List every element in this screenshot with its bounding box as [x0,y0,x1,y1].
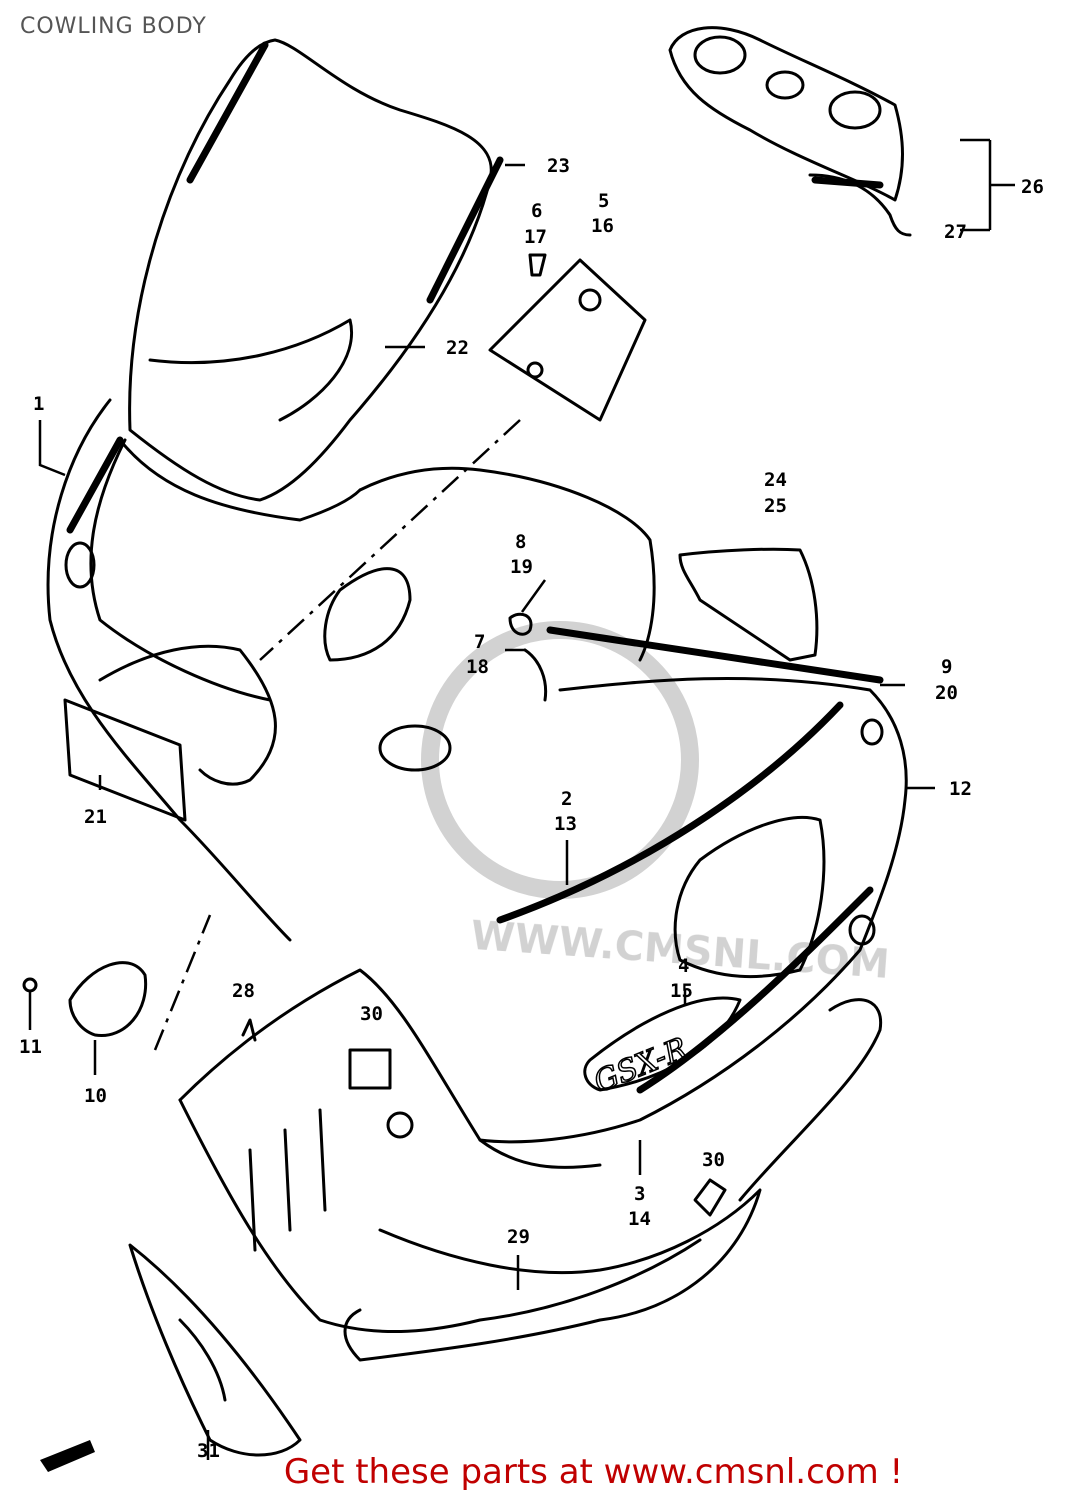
part-label: 1 [33,393,44,415]
part-label: 19 [510,556,533,578]
part-label: 23 [547,155,570,177]
inner-bracket [259,258,647,661]
part-label: 9 [941,656,952,678]
headlight-area [98,466,656,786]
front-direction-arrow [40,1440,95,1472]
cover-plate [68,914,212,1051]
lower-cowling [178,968,702,1333]
windscreen [128,38,504,502]
part-label: 11 [19,1036,42,1058]
part-label: 12 [949,778,972,800]
part-label: 30 [702,1149,725,1171]
decal-panel [678,547,819,662]
part-label: 30 [360,1003,383,1025]
side-cowling-right [478,626,908,1144]
part-label: 6 [531,200,542,222]
part-label: 3 [634,1183,645,1205]
part-label: 10 [84,1085,107,1107]
part-label: 17 [524,226,547,248]
inner-panel [343,998,883,1362]
part-label: 21 [84,806,107,828]
side-bracket [128,1243,302,1457]
part-label: 14 [628,1208,651,1230]
parts-shop-link[interactable]: Get these parts at www.cmsnl.com ! [283,1452,904,1492]
fasteners [22,253,727,1217]
part-label: 18 [466,656,489,678]
air-duct [63,698,187,822]
meter-panel [668,26,912,237]
part-label: 29 [507,1226,530,1248]
part-label: 28 [232,980,255,1002]
part-number-labels: 1 2 13 3 14 4 15 5 16 6 17 7 18 8 19 9 2… [19,155,1044,1462]
part-label: 5 [598,190,609,212]
part-label: 31 [197,1440,220,1462]
part-label: 27 [944,221,967,243]
part-label: 24 [764,469,787,491]
part-label: 13 [554,813,577,835]
page-title: COWLING BODY [20,14,207,39]
part-label: 7 [474,631,485,653]
leader-lines [28,138,1015,1460]
part-label: 16 [591,215,614,237]
part-label: 8 [515,531,526,553]
part-label: 2 [561,788,572,810]
part-label: 4 [678,955,689,977]
part-label: 20 [935,682,958,704]
part-label: 26 [1021,176,1044,198]
part-label: 22 [446,337,469,359]
part-label: 25 [764,495,787,517]
part-label: 15 [670,980,693,1002]
